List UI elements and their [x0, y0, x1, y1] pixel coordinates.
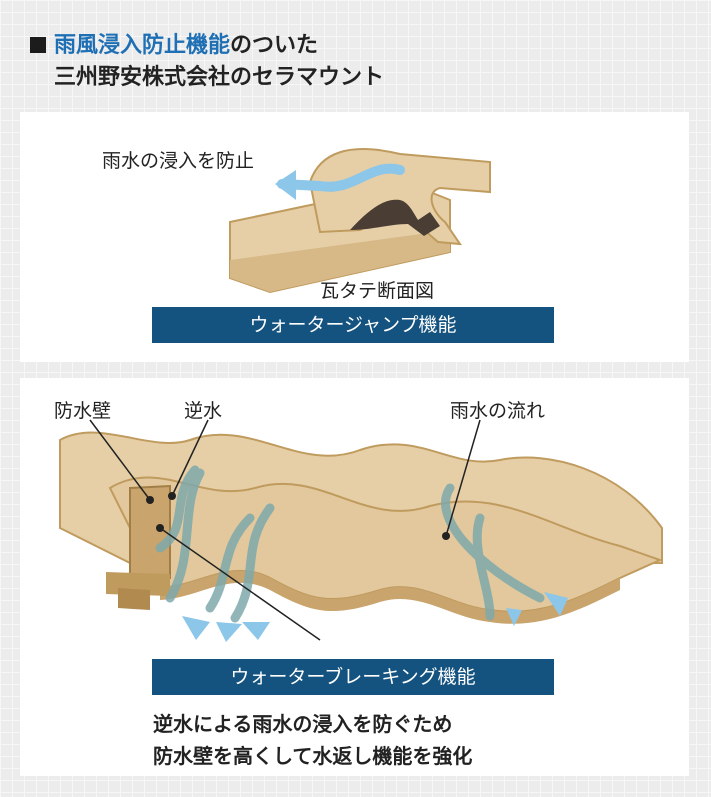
page-title: 雨風浸入防止機能のついた 三州野安株式会社のセラマウント — [30, 30, 384, 94]
title-line2: 三州野安株式会社のセラマウント — [54, 65, 385, 90]
wall-foot — [118, 588, 150, 610]
explanation-note: 逆水による雨水の浸入を防ぐため 防水壁を高くして水返し機能を強化 — [153, 708, 472, 772]
note-line1: 逆水による雨水の浸入を防ぐため — [153, 712, 453, 736]
leader-lines — [89, 419, 481, 641]
water-braking-panel: 防水壁 逆水 雨水の流れ ウォーターブレーキング機能 逆水による雨水の浸入を防ぐ… — [20, 378, 689, 776]
leader-dots — [146, 492, 450, 540]
title-accent: 雨風浸入防止機能 — [54, 33, 231, 58]
lower-tile-edge — [230, 230, 450, 292]
flow-arrow-heads — [182, 592, 568, 642]
rain-flow-label: 雨水の流れ — [450, 400, 546, 422]
title-line1-rest: のついた — [230, 33, 319, 58]
water-prevention-label: 雨水の浸入を防止 — [102, 150, 255, 172]
square-bullet-icon — [30, 37, 46, 53]
reverse-water-label: 逆水 — [184, 400, 223, 422]
water-path — [277, 163, 405, 192]
waterproof-wall-label: 防水壁 — [54, 400, 112, 422]
tile-flow-diagram — [59, 419, 663, 642]
water-jump-panel: 雨水の浸入を防止 瓦タテ断面図 ウォータージャンプ機能 — [20, 112, 689, 362]
water-streams — [155, 465, 545, 623]
tile-cross-section-diagram — [229, 148, 491, 294]
note-line2: 防水壁を高くして水返し機能を強化 — [153, 744, 473, 768]
front-tile-edge — [160, 570, 620, 624]
water-jump-banner: ウォータージャンプ機能 — [152, 307, 554, 343]
cross-section-label: 瓦タテ断面図 — [320, 280, 435, 302]
gasket-shape — [350, 199, 440, 236]
water-braking-banner: ウォーターブレーキング機能 — [152, 659, 554, 695]
water-arrow-head — [275, 170, 296, 200]
